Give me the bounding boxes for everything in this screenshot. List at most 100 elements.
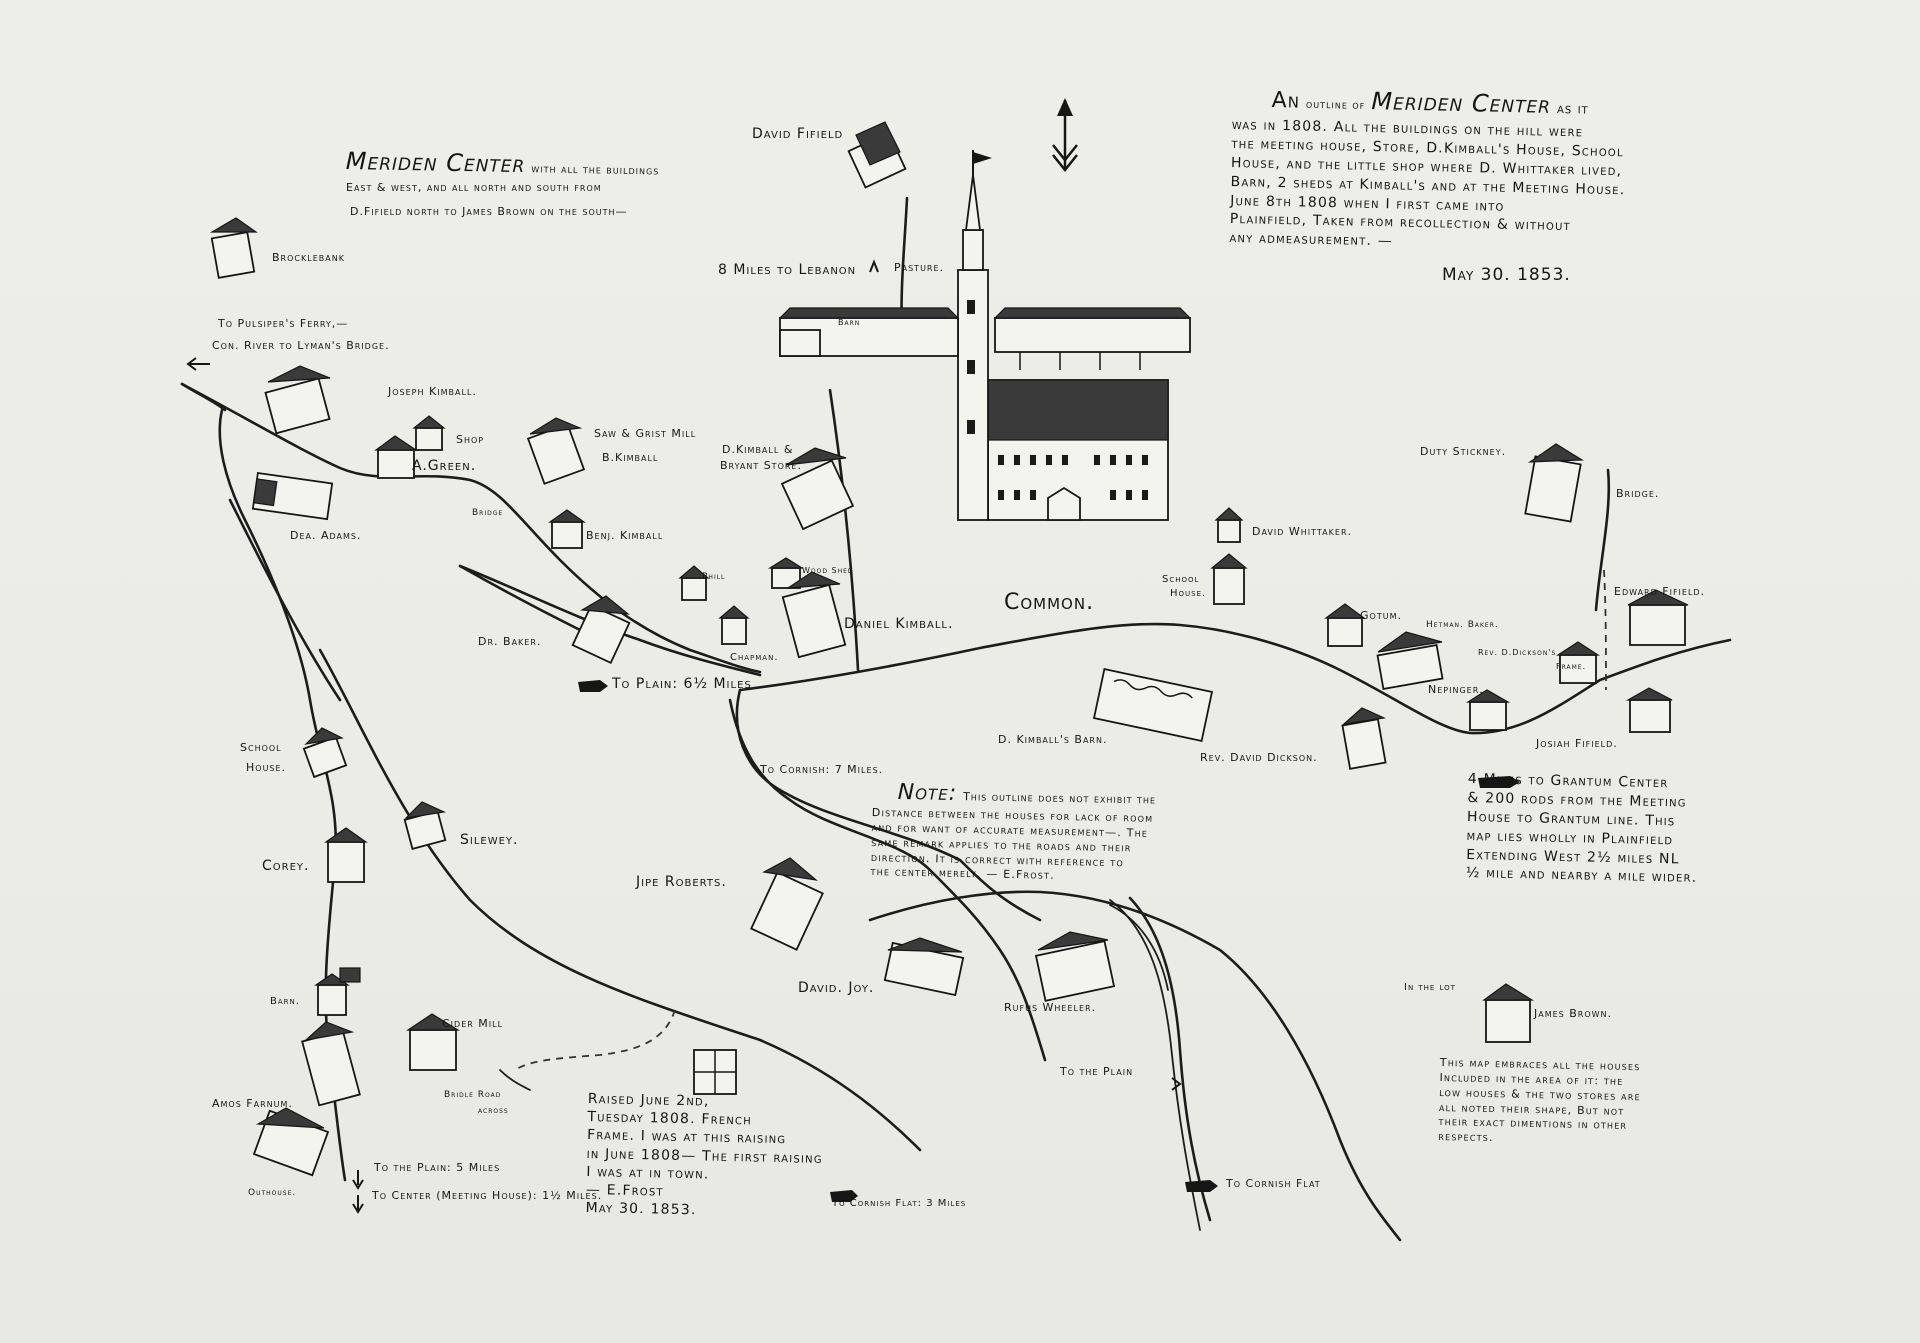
label-mill-2: B.Kimball — [602, 451, 659, 464]
direction-arrows — [186, 259, 1182, 1214]
grantum-note: 4 Miles to Grantum Center & 200 rods fro… — [1465, 770, 1698, 887]
house-david-joy — [883, 937, 965, 997]
house-cider-mill — [406, 1013, 461, 1071]
house-rufus-wheeler — [1034, 931, 1116, 1002]
house-silewey — [403, 801, 447, 850]
house-rev-dickson-frame — [1555, 641, 1601, 684]
label-gotum: Gotum. — [1360, 609, 1402, 622]
pointing-hands — [578, 680, 1520, 1202]
label-cider-mill: Cider Mill — [442, 1017, 504, 1030]
label-bridle-road-2: across — [478, 1106, 509, 1116]
label-to-cornish-3: To Cornish Flat: 3 Miles — [832, 1198, 967, 1209]
label-edward-fifield: Edward Fifield. — [1614, 585, 1706, 598]
label-corey: Corey. — [262, 858, 310, 874]
house-barn-left — [314, 967, 361, 1016]
header-left-suffix: with all the buildings — [531, 162, 660, 178]
label-store-2: Bryant Store. — [720, 459, 802, 472]
label-shop: Shop — [456, 433, 485, 446]
header-left-line1: Meriden Center with all the buildings — [345, 147, 660, 181]
label-phill: Phill — [702, 572, 726, 582]
house-school — [1210, 553, 1248, 605]
label-lebanon: 8 Miles to Lebanon — [718, 262, 857, 278]
label-school-left-1: School — [240, 741, 282, 754]
raised-note: Raised June 2nd, Tuesday 1808. French Fr… — [585, 1090, 823, 1219]
label-common: Common. — [1004, 590, 1095, 615]
label-mill-1: Saw & Grist Mill — [594, 427, 697, 440]
label-to-cornish-7: To Cornish: 7 Miles. — [760, 763, 884, 776]
label-school-house-2: House. — [1170, 588, 1207, 599]
label-david-whittaker: David Whittaker. — [1252, 525, 1353, 538]
road-dea-adams — [228, 498, 342, 702]
house-wood-shed — [767, 557, 805, 589]
label-rev-david-dickson: Rev. David Dickson. — [1200, 751, 1318, 764]
road-north-ridge — [180, 382, 762, 674]
label-store-1: D.Kimball & — [722, 443, 794, 456]
note-body: Distance between the houses for lack of … — [870, 806, 1154, 883]
house-brocklebank — [209, 217, 258, 279]
label-josiah-fifield: Josiah Fifield. — [1536, 737, 1618, 750]
house-rev-david-dickson — [1341, 707, 1387, 770]
house-james-brown — [1482, 983, 1535, 1043]
house-daniel-kimball — [781, 571, 847, 659]
road-cornish-south — [728, 698, 1047, 1062]
house-jipe-roberts — [750, 857, 824, 951]
label-to-the-plain: To the Plain — [1060, 1065, 1134, 1078]
label-bridle-road-1: Bridle Road — [444, 1090, 502, 1100]
label-bridge-left: Bridge — [472, 508, 504, 518]
label-joseph-kimball: Joseph Kimball. — [388, 385, 477, 398]
house-kimball-barn — [1092, 668, 1214, 742]
house-raised-frame — [693, 1049, 737, 1095]
label-barn-left: Barn. — [270, 996, 300, 1007]
road-east-dashed — [1603, 569, 1607, 691]
label-to-center: To Center (Meeting House): 1½ Miles. — [372, 1189, 603, 1202]
title-block-body: was in 1808. All the buildings on the hi… — [1229, 116, 1626, 250]
house-school-left — [302, 727, 348, 779]
title-prefix: An — [1271, 87, 1301, 114]
label-pasture: Pasture. — [894, 261, 945, 274]
house-mill — [526, 417, 586, 485]
house-david-fifield — [847, 121, 907, 189]
house-hetman-baker — [1376, 631, 1444, 690]
road-east-bridge — [1594, 468, 1611, 612]
label-barn-top: Barn — [838, 318, 861, 327]
header-left-line3: D.Fifield north to James Brown on the so… — [350, 205, 628, 218]
note-heading: Note: — [897, 780, 958, 807]
house-dr-baker — [571, 595, 631, 665]
note-heading-line: Note: This outline does not exhibit the — [898, 780, 1157, 810]
meeting-house — [957, 150, 1169, 521]
house-joseph-kimball — [264, 365, 331, 435]
house-a-green — [374, 435, 418, 479]
house-phill — [678, 565, 710, 601]
houses — [209, 121, 1689, 1177]
label-wood-shed: Wood Shed — [802, 566, 854, 575]
house-shop — [412, 415, 446, 451]
label-in-the-lot: In the lot — [1404, 982, 1456, 993]
header-left-line2: East & west, and all north and south fro… — [346, 181, 602, 194]
header-left-name: Meriden Center — [345, 147, 526, 179]
road-plain-loop — [868, 890, 1402, 1242]
title-name: Meriden Center — [1371, 87, 1552, 119]
road-kimball-store — [828, 388, 860, 672]
road-plain-loop-inner — [1109, 904, 1169, 991]
label-daniel-kimball: Daniel Kimball. — [844, 616, 954, 632]
label-to-plain-5: To the Plain: 5 Miles — [374, 1161, 501, 1174]
label-pulsiper-2: Con. River to Lyman's Bridge. — [212, 339, 390, 352]
label-silewey: Silewey. — [460, 832, 519, 848]
house-duty-stickney — [1524, 443, 1584, 523]
label-amos-farnum: Amos Farnum. — [212, 1097, 293, 1110]
label-benj-kimball: Benj. Kimball — [586, 529, 664, 542]
label-a-green: A.Green. — [412, 458, 477, 474]
house-david-whittaker — [1214, 507, 1244, 543]
label-david-joy: David. Joy. — [798, 980, 875, 996]
label-school-house-1: School — [1162, 574, 1200, 585]
label-rufus-wheeler: Rufus Wheeler. — [1004, 1001, 1097, 1014]
north-arrow — [1052, 98, 1078, 173]
label-to-cornish-flat: To Cornish Flat — [1226, 1177, 1321, 1190]
house-josiah-fifield — [1625, 687, 1673, 733]
road-lyman-bridge — [180, 382, 227, 412]
road-silewey-diagonal — [318, 648, 922, 1152]
house-kimball-store — [780, 447, 855, 531]
house-amos-farnum — [301, 1021, 361, 1107]
